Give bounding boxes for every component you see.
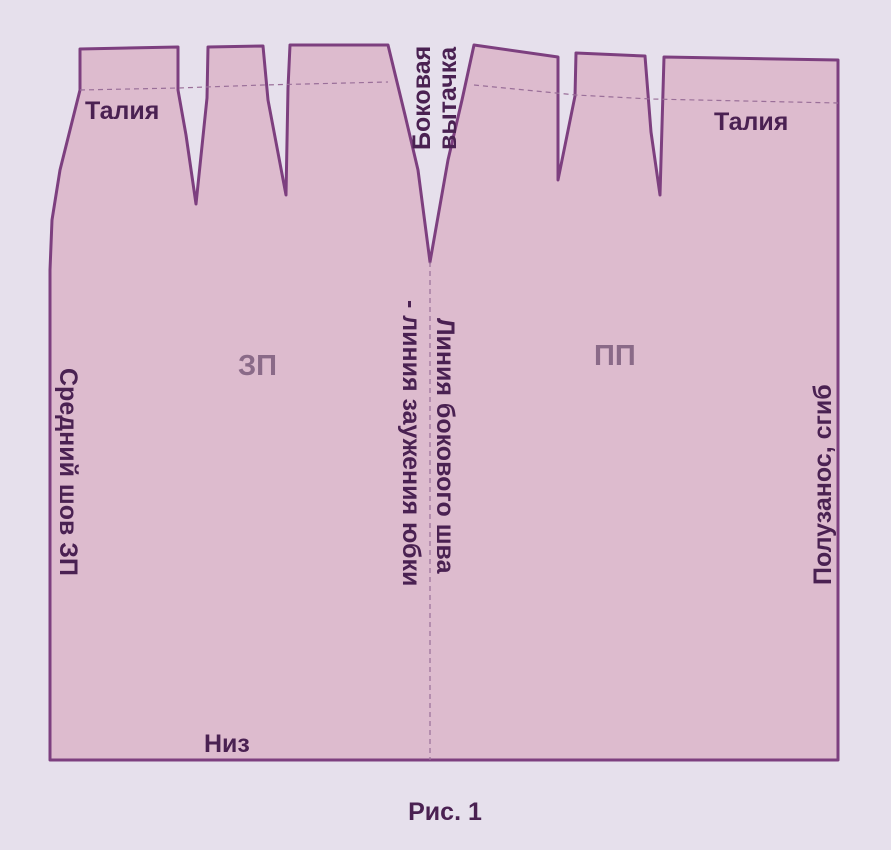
side-dart-label-line2: вытачка (434, 46, 462, 150)
front-waist-guide-line (473, 84, 839, 104)
waist-back-label: Талия (85, 97, 159, 125)
back-waist-guide-line (79, 81, 389, 91)
narrowing-line-label: - линия заужения юбки (397, 300, 425, 586)
back-panel-label: ЗП (238, 350, 277, 382)
skirt-pattern-outline (48, 43, 840, 762)
center-back-seam-label: Средний шов ЗП (54, 368, 82, 576)
fold-line-label: Полузанос, сгиб (809, 384, 837, 585)
side-dart-label-line1: Боковая (408, 46, 436, 150)
front-panel-label: ПП (594, 340, 636, 372)
hem-label: Низ (204, 730, 250, 758)
waist-front-label: Талия (714, 108, 788, 136)
side-seam-line-label: Линия бокового шва (431, 318, 459, 575)
figure-caption: Рис. 1 (408, 798, 482, 826)
